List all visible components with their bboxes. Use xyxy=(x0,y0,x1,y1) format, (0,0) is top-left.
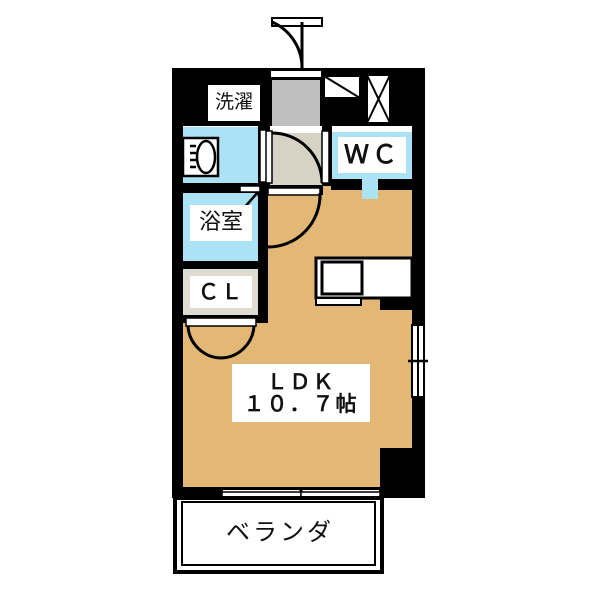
side-window xyxy=(408,324,428,398)
room-label-washer: 洗濯 xyxy=(208,85,260,121)
veranda-outline xyxy=(173,496,384,574)
corridor-fill xyxy=(270,133,322,185)
room-label-veranda: ベランダ xyxy=(226,518,334,547)
entrance-door-swing xyxy=(269,17,323,79)
entrance-tile-fill xyxy=(272,76,320,126)
room-label-closet: ＣＬ xyxy=(190,276,252,308)
closet-folding-doors xyxy=(185,317,257,360)
room-label-ldk: ＬＤＫ １０．７帖 xyxy=(232,364,370,422)
vanity-washbasin xyxy=(181,136,220,178)
room-label-bathroom: 浴室 xyxy=(190,205,252,241)
shoe-cabinet xyxy=(323,75,361,99)
ldk-entry-door-swing xyxy=(267,187,322,249)
kitchen-sink-counter xyxy=(314,256,414,306)
toilet-bowl xyxy=(362,179,378,199)
room-label-wc: ＷＣ xyxy=(338,137,406,173)
ldk-area-line: １０．７帖 xyxy=(243,392,359,416)
ldk-name-line: ＬＤＫ xyxy=(266,369,336,394)
window-symbol xyxy=(366,74,391,124)
corridor-door-swing xyxy=(265,130,330,184)
